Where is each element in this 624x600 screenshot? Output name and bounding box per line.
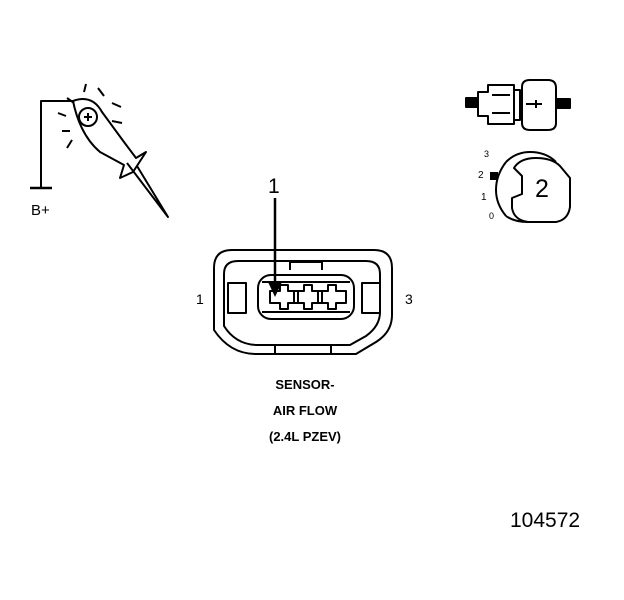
callout-arrow <box>268 198 282 297</box>
switch-position-3: 3 <box>484 149 490 159</box>
pin-label-right: 3 <box>405 291 413 307</box>
switch-position-2: 2 <box>478 170 484 181</box>
connector-callout-1: 1 <box>268 175 280 198</box>
three-pin-connector-icon <box>213 249 393 355</box>
ignition-switch-icon <box>490 151 571 223</box>
switch-position-1: 1 <box>481 192 487 203</box>
switch-knob-label: 2 <box>535 175 549 203</box>
caption-line-3: (2.4L PZEV) <box>268 429 341 444</box>
caption-line-2: AIR FLOW <box>272 403 338 418</box>
figure-number: 104572 <box>510 509 581 532</box>
mated-connector-icon <box>465 79 571 131</box>
caption-line-1: SENSOR- <box>275 377 335 392</box>
switch-position-0: 0 <box>489 211 495 221</box>
test-lamp-icon <box>30 83 169 218</box>
power-label-b-plus: B+ <box>31 202 50 219</box>
pin-label-left: 1 <box>196 291 204 307</box>
